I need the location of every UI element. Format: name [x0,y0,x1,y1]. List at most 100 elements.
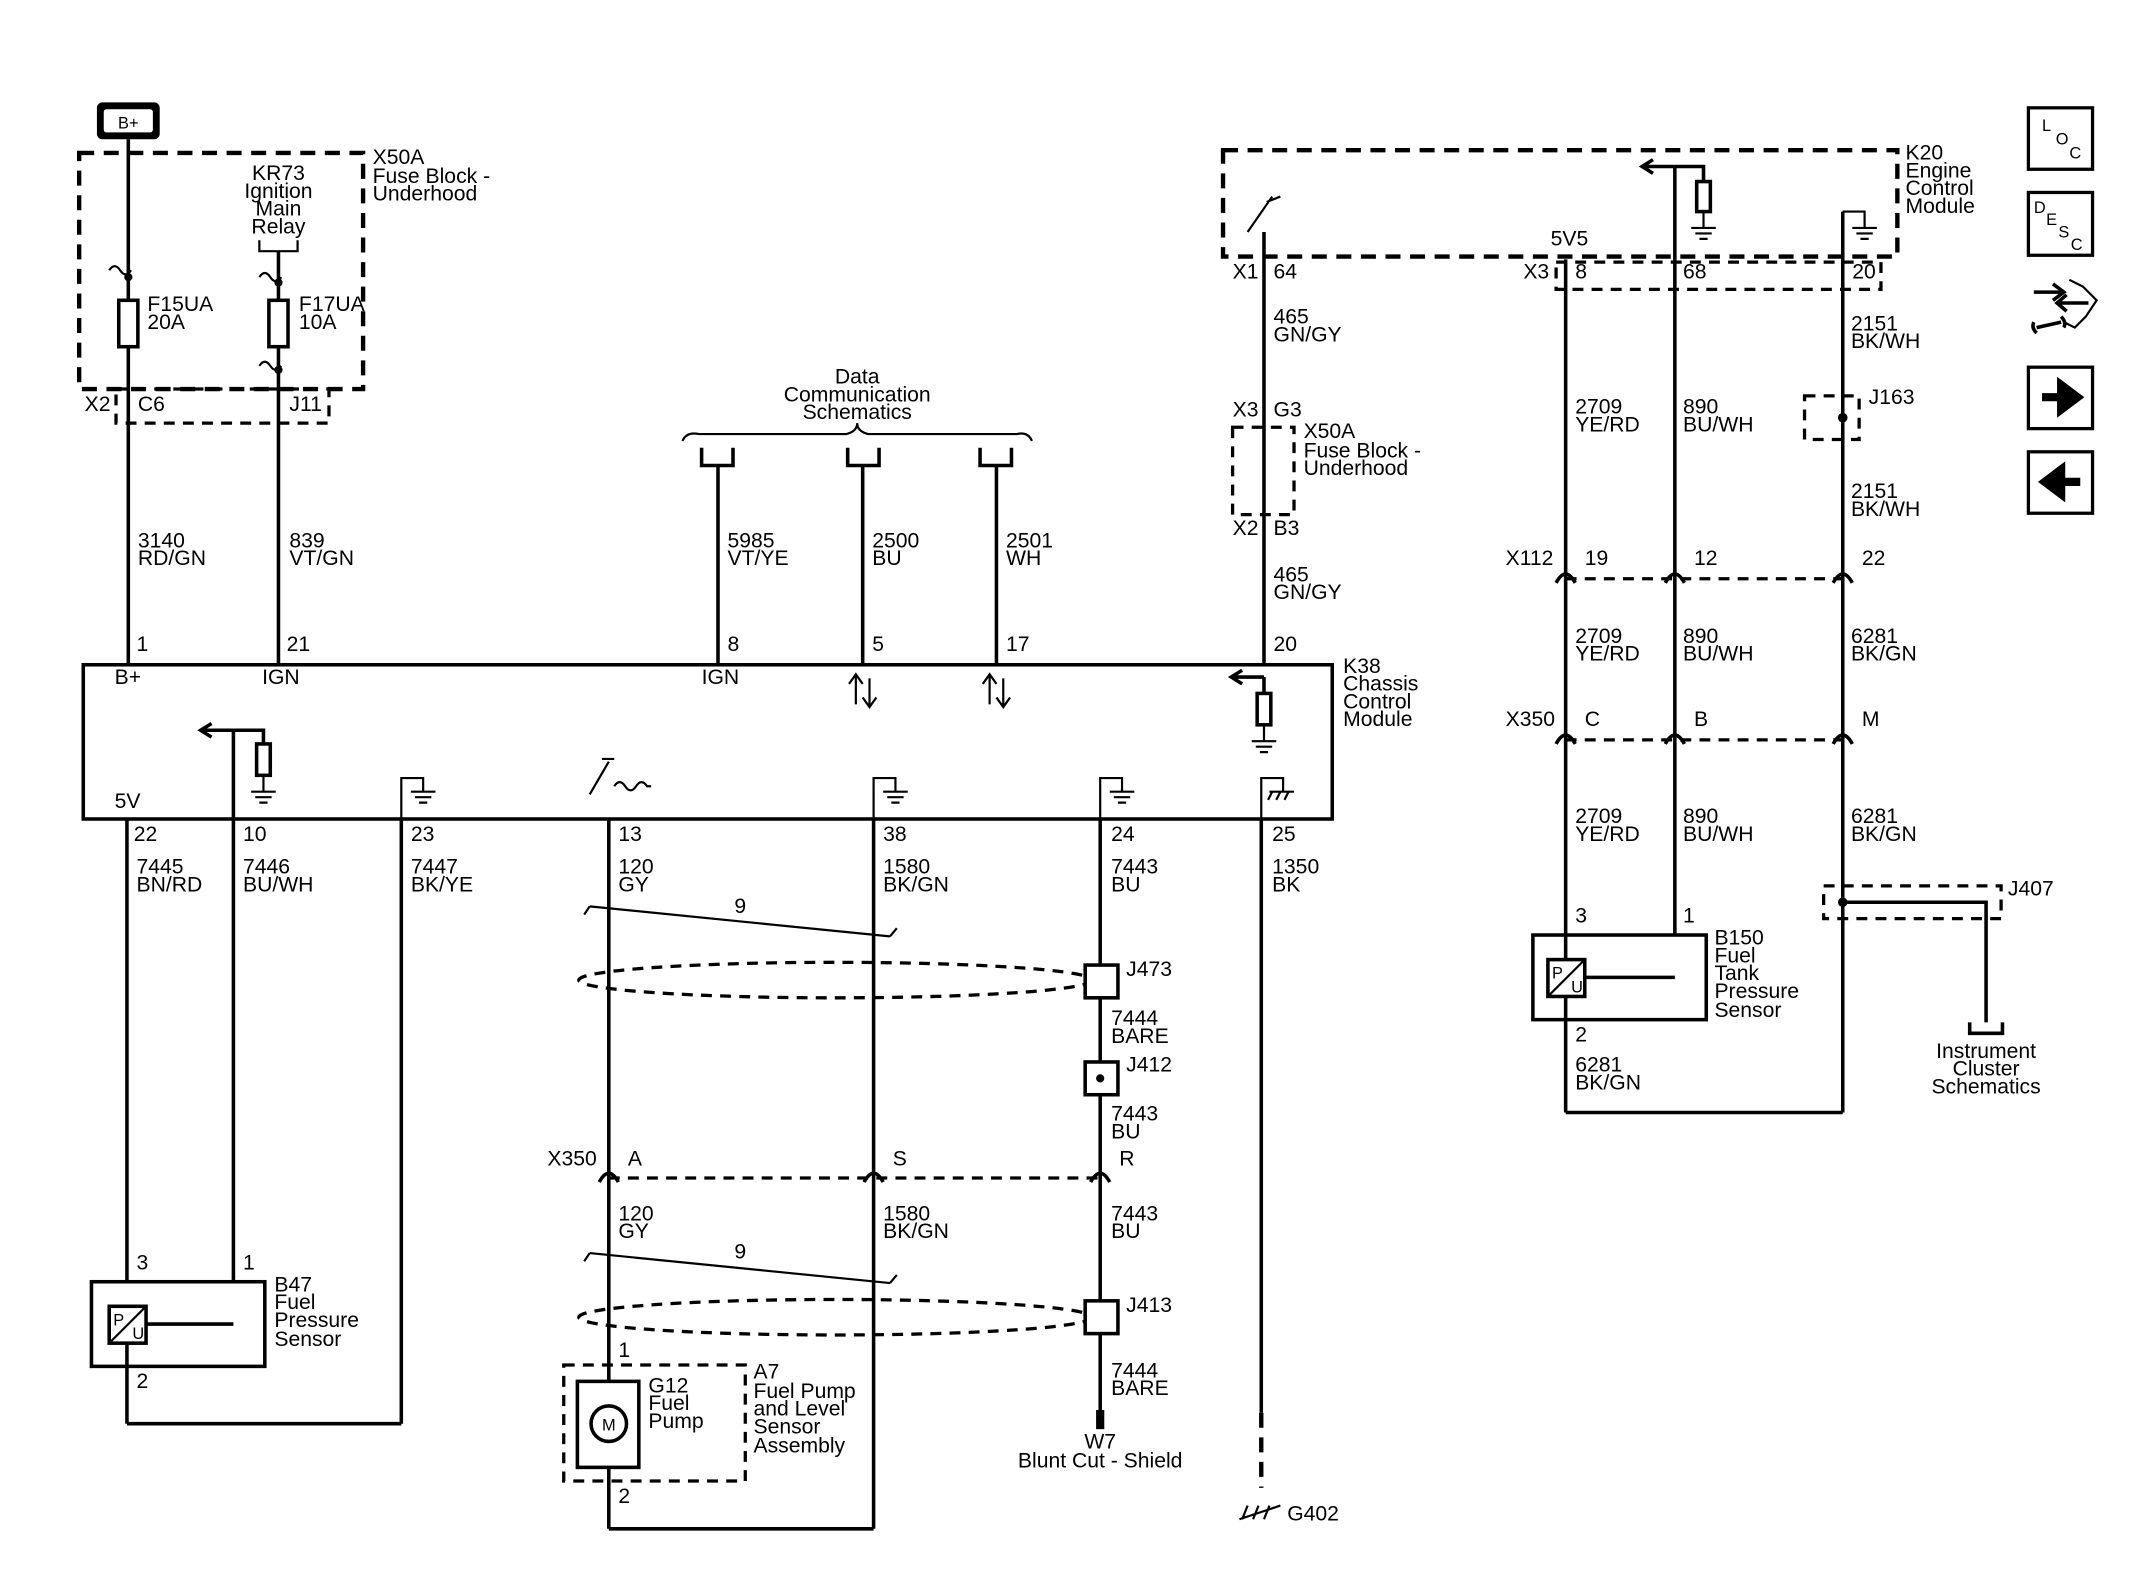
k20-line1: Engine [1906,159,1972,182]
battery-terminal: B+ [96,102,160,140]
instrument-cluster-line3: Schematics [1931,1075,2040,1098]
prev-page-button[interactable] [2026,450,2095,515]
pin-r-label: R [1119,1148,1134,1171]
motor-label: M [602,1417,616,1435]
g12-line2: Pump [648,1410,703,1433]
wire-7446-number: 7446 [243,856,290,879]
wire-2151a-number: 2151 [1851,312,1898,335]
wire-6281b-number: 6281 [1851,805,1898,828]
wire-5985-number: 5985 [728,529,775,552]
wire-6281c-color: BK/GN [1575,1071,1641,1094]
fuse-f15ua-id: F15UA [147,293,214,316]
battery-label: B+ [118,114,139,132]
arrow-left-icon [2037,461,2081,503]
ground-symbol [1251,724,1277,754]
loc-c: C [2069,144,2081,162]
b47-pin-2: 2 [137,1370,149,1393]
relay-contact [258,240,299,253]
wire-890a-color: BU/WH [1683,413,1753,436]
sensor-p: P [1552,965,1563,983]
sensor-p: P [113,1311,124,1329]
k38-pin-5: 5 [872,633,884,656]
ground-g402-label: G402 [1287,1503,1339,1526]
fuse-block-x50a-mid [1230,425,1296,517]
k38-pin-38: 38 [883,823,907,846]
wire-465b-number: 465 [1274,563,1309,586]
wire-6281a-number: 6281 [1851,625,1898,648]
splice-j407 [1822,884,2003,921]
pin-68-label: 68 [1683,260,1707,283]
wire-7443a-color: BU [1111,873,1140,896]
k38-pin-8: 8 [728,633,740,656]
pin-64-label: 64 [1274,260,1298,283]
k38-id: K38 [1343,655,1381,678]
wire-2501-color: WH [1006,547,1041,570]
blunt-cut-shield [1096,1410,1105,1430]
pin-b-label: B [1694,708,1708,731]
wire-839-number: 839 [289,529,324,552]
a7-line1: Fuel Pump [753,1380,855,1403]
desc-button[interactable]: D E S C [2026,190,2095,257]
b150-pin-2: 2 [1575,1023,1587,1046]
wire-7444a-number: 7444 [1111,1007,1158,1030]
wire-2709b-color: YE/RD [1575,643,1640,666]
a7-id: A7 [753,1361,779,1384]
instrument-cluster-line2: Cluster [1953,1058,2020,1081]
connector-x2-box [114,387,331,425]
wire-1350-number: 1350 [1272,856,1319,879]
loc-o: O [2056,131,2069,149]
fuse-f15ua-rating: 20A [147,311,186,334]
connector-x112-label: X112 [1506,547,1554,570]
switch-symbol [1246,195,1281,233]
k38-line2: Control [1343,690,1411,713]
pin-j11-label: J11 [289,393,322,416]
w7-label: Blunt Cut - Shield [1018,1449,1183,1472]
pin-22-label: 22 [1862,547,1886,570]
ground-symbol [1691,211,1716,240]
relay-label-1: KR73 [252,162,305,185]
k38-pin-22: 22 [134,823,158,846]
wire-890c-color: BU/WH [1683,823,1753,846]
pin-c-label: C [1585,708,1600,731]
wire-6281a-color: BK/GN [1851,643,1917,666]
connector-x350a-label: X350 [1506,708,1555,731]
loc-l: L [2042,117,2051,135]
wire-7444a-color: BARE [1111,1025,1169,1048]
twist-count-1: 9 [734,895,746,918]
k38-pin-17: 17 [1006,633,1030,656]
wire-2501-number: 2501 [1006,529,1053,552]
tools-icon[interactable] [2031,278,2099,335]
ground-symbol [251,775,276,804]
next-page-button[interactable] [2026,365,2095,431]
g12-pin-2: 2 [618,1485,630,1508]
k38-label-bplus: B+ [115,666,141,689]
wire-2709b-number: 2709 [1575,625,1622,648]
ground-symbol [1099,776,1135,820]
wire-839-color: VT/GN [289,547,354,570]
k38-line1: Chassis [1343,673,1418,696]
connector-x3b-label: X3 [1523,260,1549,283]
wire-3140-number: 3140 [138,529,185,552]
g12-id: G12 [648,1374,688,1397]
k38-pin-21: 21 [287,633,311,656]
k38-line3: Module [1343,708,1412,731]
chassis-ground-symbol [1260,776,1295,820]
wire-7446-color: BU/WH [243,873,313,896]
wire-7443b-color: BU [1111,1120,1140,1143]
ground-symbol [1842,210,1877,240]
wire-465a-color: GN/GY [1274,323,1342,346]
fuse-f17ua-rating: 10A [299,311,338,334]
splice-j413-label: J413 [1126,1294,1172,1317]
ground-symbol [400,776,436,820]
data-comm-bracket [681,423,1033,442]
loc-button[interactable]: L O C [2026,106,2095,171]
wire-120b-number: 120 [618,1202,653,1225]
connector-x2b-label: X2 [1233,517,1259,540]
desc-e: E [2046,211,2057,229]
k38-pin-13: 13 [618,823,642,846]
g12-line1: Fuel [648,1392,689,1415]
wire-7445-color: BN/RD [137,873,203,896]
wire-465a-number: 465 [1274,306,1309,329]
splice-j163 [1802,394,1861,442]
